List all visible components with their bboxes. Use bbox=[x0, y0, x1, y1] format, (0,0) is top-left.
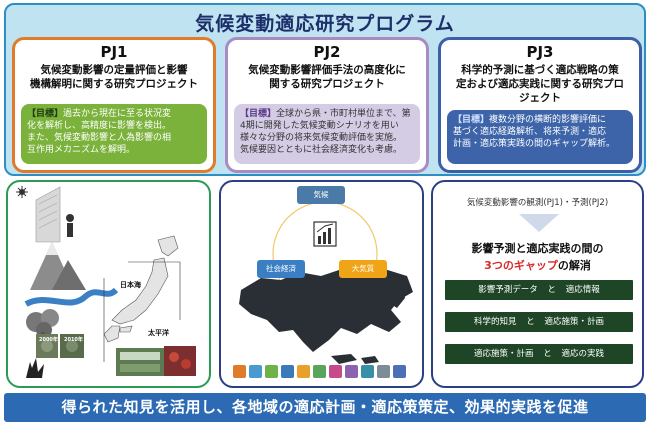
photo-year-label: 2000年 bbox=[39, 337, 58, 343]
gap-heading-rest: の解消 bbox=[557, 259, 591, 272]
goal-tag: 【目標】 bbox=[240, 109, 277, 119]
pj3-subtitle-line: ジェクト bbox=[519, 92, 561, 104]
pj1-subtitle-line: 気候変動影響の定量評価と影響 bbox=[40, 64, 188, 76]
agriculture-icon bbox=[233, 365, 246, 378]
climate-node: 気候 bbox=[297, 186, 345, 204]
pj3-subtitle-line: 定および適応実践に関する研究プロ bbox=[456, 78, 624, 90]
water-resources-icon bbox=[249, 365, 262, 378]
asia-continent bbox=[239, 268, 413, 352]
apple-photo-icon bbox=[164, 346, 196, 376]
river-icon bbox=[24, 287, 119, 307]
sun-icon bbox=[16, 186, 28, 198]
gap-left: 影響予測データ bbox=[478, 285, 538, 295]
pj3-subtitle-line: 科学的予測に基づく適応戦略の策 bbox=[461, 64, 619, 76]
field-photo-icon bbox=[36, 334, 84, 358]
gap-left: 適応施策・計画 bbox=[474, 349, 534, 359]
disaster-icon bbox=[297, 365, 310, 378]
gap-conj: と bbox=[543, 349, 552, 359]
asia-map-illustration bbox=[239, 201, 413, 364]
gap-item: 科学的知見 と 適応施策・計画 bbox=[445, 312, 633, 332]
pj2-card: PJ2 気候変動影響評価手法の高度化に 関する研究プロジェクト 【目標】全球から… bbox=[225, 37, 429, 173]
gap-right: 適応情報 bbox=[565, 285, 600, 295]
gap-heading-line2: 3つのギャップの解消 bbox=[433, 257, 642, 273]
pacific-ocean-label: 太平洋 bbox=[148, 329, 169, 337]
heat-building-icon bbox=[35, 186, 74, 243]
goal-tag: 【目標】 bbox=[453, 115, 490, 125]
pj1-goal: 【目標】過去から現在に至る状況変 化を解析し、高精度に影響を検出。 また、気候変… bbox=[21, 104, 207, 164]
mountain-icon bbox=[30, 242, 86, 290]
goal-text: 全球から県・市町村単位まで、第 bbox=[276, 109, 411, 119]
pj2-goal-line: 【目標】全球から県・市町村単位まで、第 bbox=[240, 108, 414, 120]
observation-label: 気候変動影響の観測(PJ1)・予測(PJ2) bbox=[466, 198, 609, 208]
goal-text: 複数分野の横断的影響評価に bbox=[489, 115, 607, 125]
pj2-subtitle-line: 関する研究プロジェクト bbox=[269, 78, 385, 90]
impact-illustration-panel: 日本海 太平洋 2000年 2010年 bbox=[6, 180, 211, 388]
gap-item: 影響予測データ と 適応情報 bbox=[445, 280, 633, 300]
pj1-title: PJ1 bbox=[100, 43, 128, 61]
pj3-goal-line: 基づく適応経路解析、将来予測・適応 bbox=[453, 127, 607, 137]
pj3-goal-line: 計画・適応策実践の間のギャップ解析。 bbox=[453, 139, 616, 149]
gap-item: 適応施策・計画 と 適応の実践 bbox=[445, 344, 633, 364]
pj3-goal: 【目標】複数分野の横断的影響評価に 基づく適応経路解析、将来予測・適応 計画・適… bbox=[447, 110, 633, 164]
assessment-illustration-panel: 気候 社会経済 大気質 bbox=[219, 180, 424, 388]
growth-chart-icon bbox=[313, 221, 337, 247]
pj1-card: PJ1 気候変動影響の定量評価と影響 機構解明に関する研究プロジェクト 【目標】… bbox=[12, 37, 216, 173]
japan-map-icon bbox=[103, 235, 179, 343]
industry-icon bbox=[329, 365, 342, 378]
gap-left: 科学的知見 bbox=[474, 317, 517, 327]
pj2-title: PJ2 bbox=[313, 43, 341, 61]
ecosystem-icon bbox=[265, 365, 278, 378]
gap-conj: と bbox=[547, 285, 556, 295]
gap-heading-highlight: 3つのギャップ bbox=[484, 259, 558, 272]
pj2-subtitle-line: 気候変動影響評価手法の高度化に bbox=[248, 64, 406, 76]
pj2-subtitle: 気候変動影響評価手法の高度化に 関する研究プロジェクト bbox=[228, 63, 426, 91]
japan-islands bbox=[391, 286, 405, 308]
coral-icon bbox=[26, 358, 44, 378]
sea-of-japan-label: 日本海 bbox=[120, 281, 141, 289]
pj2-goal-line: 気候要因とともに社会経済変化も考慮。 bbox=[240, 145, 403, 155]
program-overview-panel: 気候変動適応研究プログラム PJ1 気候変動影響の定量評価と影響 機構解明に関す… bbox=[4, 3, 646, 176]
pj1-goal-line: 【目標】過去から現在に至る状況変 bbox=[27, 108, 201, 120]
links-icon bbox=[393, 365, 406, 378]
pj2-goal: 【目標】全球から県・市町村単位まで、第 4期に開発した気候変動シナリオを用い 様… bbox=[234, 104, 420, 164]
gap-analysis-panel: 気候変動影響の観測(PJ1)・予測(PJ2) 影響予測と適応実践の間の 3つのギ… bbox=[431, 180, 644, 388]
gap-heading: 影響予測と適応実践の間の bbox=[471, 242, 604, 255]
pj1-goal-line: 互作用メカニズムを解明。 bbox=[27, 145, 136, 155]
program-title: 気候変動適応研究プログラム bbox=[195, 13, 455, 35]
pj2-goal-line: 4期に開発した気候変動シナリオを用い bbox=[240, 121, 399, 131]
indonesia-islands bbox=[331, 354, 379, 364]
pj1-goal-line: 化を解析し、高精度に影響を検出。 bbox=[27, 121, 172, 131]
socio-economic-node: 社会経済 bbox=[257, 260, 305, 278]
pj3-card: PJ3 科学的予測に基づく適応戦略の策 定および適応実践に関する研究プロ ジェク… bbox=[438, 37, 642, 173]
gap-right: 適応施策・計画 bbox=[544, 317, 604, 327]
air-quality-node: 大気質 bbox=[339, 260, 387, 278]
goal-tag: 【目標】 bbox=[27, 109, 64, 119]
pj3-title: PJ3 bbox=[526, 43, 554, 61]
pj2-goal-line: 様々な分野の将来気候変動評価を実施。 bbox=[240, 133, 403, 143]
boundary-line bbox=[128, 261, 181, 320]
gap-right: 適応の実践 bbox=[561, 349, 604, 359]
coastal-icon bbox=[281, 365, 294, 378]
photo-year-label: 2010年 bbox=[64, 337, 83, 343]
forest-sector-icon bbox=[361, 365, 374, 378]
pj1-subtitle: 気候変動影響の定量評価と影響 機構解明に関する研究プロジェクト bbox=[15, 63, 213, 91]
infrastructure-icon bbox=[377, 365, 390, 378]
pj3-subtitle: 科学的予測に基づく適応戦略の策 定および適応実践に関する研究プロ ジェクト bbox=[441, 63, 639, 105]
pj3-goal-line: 【目標】複数分野の横断的影響評価に bbox=[453, 114, 627, 126]
goal-text: 過去から現在に至る状況変 bbox=[63, 109, 172, 119]
health-icon bbox=[313, 365, 326, 378]
gap-conj: と bbox=[526, 317, 535, 327]
down-arrow-icon bbox=[519, 214, 559, 232]
impact-illustration bbox=[16, 186, 196, 378]
conclusion-banner: 得られた知見を活用し、各地域の適応計画・適応策策定、効果的実践を促進 bbox=[4, 393, 646, 422]
pj1-goal-line: また、気候変動影響と人為影響の相 bbox=[27, 133, 172, 143]
greenhouse-photo-icon bbox=[116, 348, 164, 376]
pj1-subtitle-line: 機構解明に関する研究プロジェクト bbox=[30, 78, 198, 90]
life-icon bbox=[345, 365, 358, 378]
